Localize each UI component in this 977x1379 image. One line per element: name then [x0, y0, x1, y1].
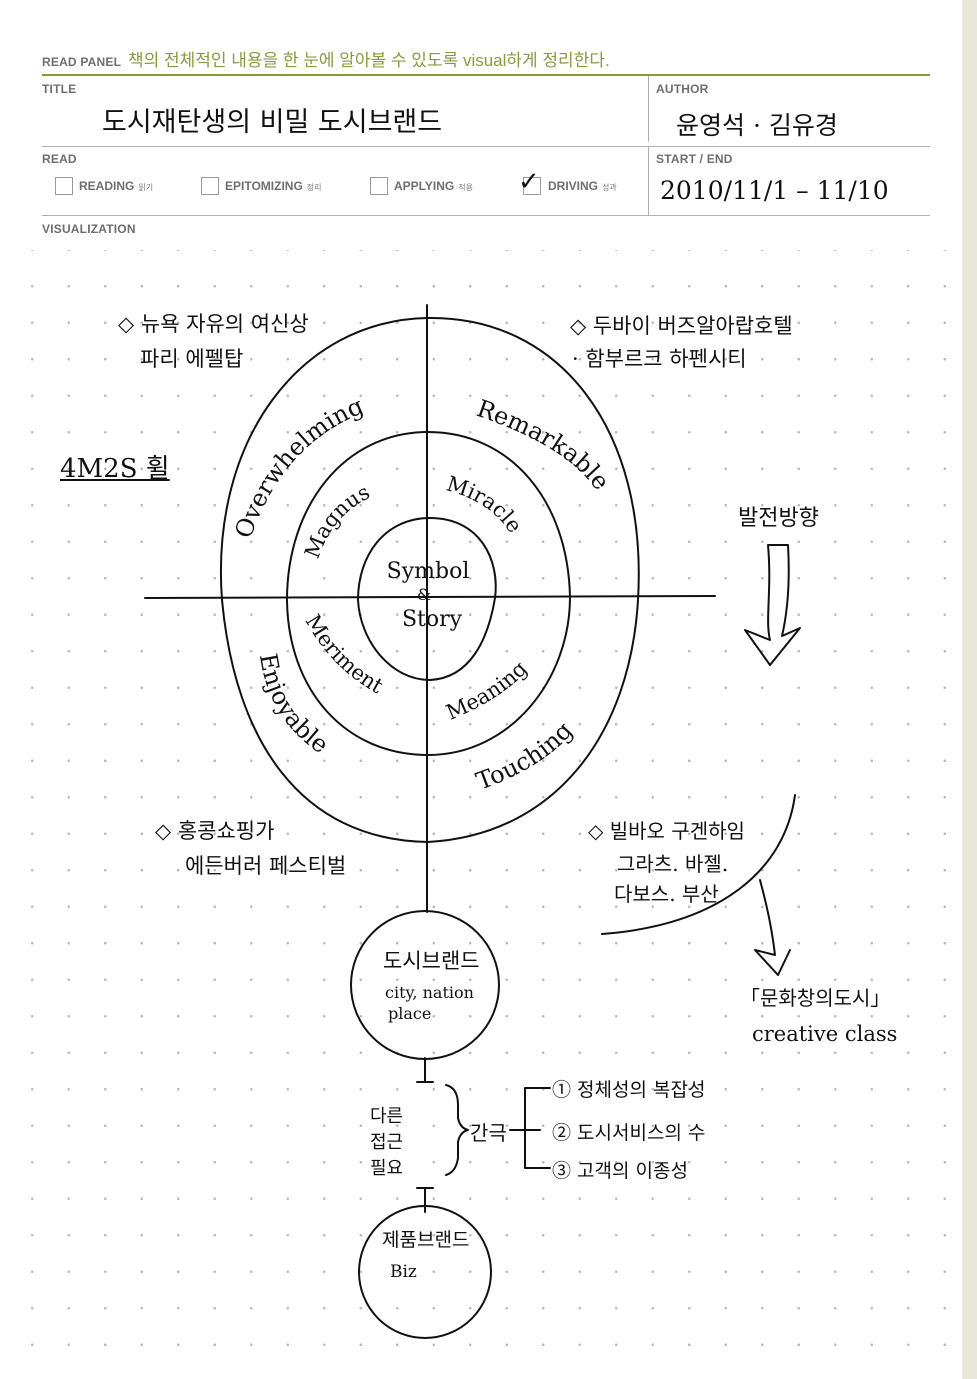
svg-text:Touching: Touching: [472, 716, 578, 795]
note-top-left-line1: ◇ 뉴욕 자유의 여신상: [118, 312, 309, 336]
swoop-arrowhead: [754, 879, 791, 976]
note-bottom-right-line2: 그라츠. 바젤.: [617, 852, 729, 876]
start-end-label: START / END: [656, 152, 733, 166]
connector-bottom: [416, 1187, 434, 1213]
curly-brace: [445, 1084, 469, 1176]
header-background: [0, 0, 962, 250]
read-divider: [42, 215, 930, 216]
product-brand-sub: Biz: [390, 1262, 417, 1282]
difference-label: 간극: [470, 1121, 507, 1145]
read-label: READ: [42, 152, 77, 166]
city-brand-sub2: place: [388, 1004, 432, 1023]
note-bottom-left-line2: 에든버러 페스티벌: [185, 854, 347, 878]
note-top-right-line1: ◇ 두바이 버즈알아랍호텔: [570, 314, 793, 338]
title-divider: [42, 146, 930, 147]
center-symbol: Symbol: [387, 559, 470, 584]
note-bottom-right-line1: ◇ 빌바오 구겐하임: [588, 819, 745, 843]
title-label: TITLE: [42, 82, 77, 96]
svg-text:Meaning: Meaning: [443, 656, 532, 724]
difference-item-1: ① 정체성의 복잡성: [552, 1079, 706, 1101]
middle-label-meaning: Meaning: [443, 656, 532, 724]
inner-core: [357, 517, 497, 681]
city-brand-sub1: city, nation: [385, 983, 474, 1002]
culture-city-label: 「문화창의도시」: [740, 986, 891, 1010]
start-end-value: 2010/11/1 – 11/10: [660, 176, 889, 205]
development-direction-label: 발전방향: [738, 506, 819, 531]
note-bottom-left-line1: ◇ 홍콩쇼핑가: [155, 819, 275, 843]
creative-class-label: creative class: [752, 1022, 898, 1046]
connector-top: [416, 1057, 434, 1083]
read-date-separator: [648, 147, 649, 215]
author-label: AUTHOR: [656, 82, 709, 96]
author-value: 윤영석 · 김유경: [676, 111, 838, 140]
need-label-line1: 다른: [370, 1106, 404, 1127]
product-brand-circle: [358, 1205, 492, 1339]
title-value: 도시재탄생의 비밀 도시브랜드: [102, 107, 443, 138]
svg-text:Miracle: Miracle: [444, 472, 527, 538]
swoop-curve: [601, 794, 796, 935]
need-label-line2: 접근: [370, 1132, 404, 1153]
reading-checkbox[interactable]: [55, 177, 73, 195]
city-brand-title: 도시브랜드: [383, 949, 480, 973]
difference-item-3: ③ 고객의 이종성: [552, 1160, 688, 1182]
read-panel-label: READ PANEL: [42, 55, 122, 69]
driving-checkbox[interactable]: [523, 177, 541, 195]
epitomizing-checkbox[interactable]: [201, 177, 219, 195]
note-bottom-right-line3: 다보스. 부산: [614, 882, 719, 906]
need-label-line3: 필요: [370, 1158, 404, 1179]
difference-branches: [509, 1087, 551, 1169]
panel-instruction: 책의 전체적인 내용을 한 눈에 알아볼 수 있도록 visual하게 정리한다…: [128, 51, 610, 70]
middle-label-magnus: Magnus: [300, 480, 374, 562]
checkmark-icon: ✓: [518, 166, 540, 196]
product-brand-title: 제품브랜드: [382, 1229, 470, 1251]
outer-ring: [219, 316, 640, 843]
svg-text:Magnus: Magnus: [300, 480, 374, 562]
svg-text:Meriment: Meriment: [301, 610, 388, 698]
horizontal-axis: [144, 595, 716, 599]
middle-label-miracle: Miracle: [444, 472, 527, 538]
note-top-right-line2: · 함부르크 하펜시티: [572, 347, 747, 371]
middle-label-meriment: Meriment: [301, 610, 388, 698]
note-top-left-line2: 파리 에펠탑: [140, 347, 244, 371]
direction-arrow: [744, 544, 801, 666]
center-story: Story: [402, 607, 463, 632]
visualization-label: VISUALIZATION: [42, 222, 136, 236]
applying-checkbox[interactable]: [370, 177, 388, 195]
header-divider: [42, 74, 930, 76]
svg-text:Remarkable: Remarkable: [473, 394, 615, 495]
outer-label-remarkable: Remarkable: [473, 394, 615, 495]
middle-ring: [286, 431, 571, 756]
difference-item-2: ② 도시서비스의 수: [552, 1122, 706, 1144]
center-ampersand: &: [417, 585, 431, 604]
title-author-separator: [648, 76, 649, 142]
wheel-name-label: 4M2S 휠: [60, 454, 170, 484]
outer-label-touching: Touching: [472, 716, 578, 795]
